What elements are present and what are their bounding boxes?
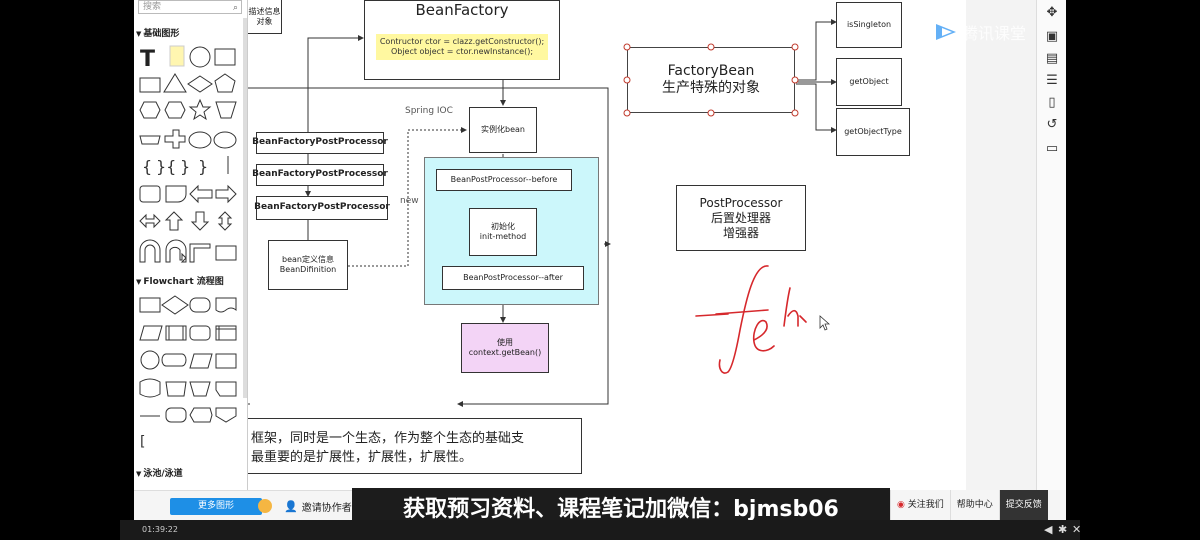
init-method-box[interactable]: 初始化 init-method [469,208,537,256]
bfpp-box-3[interactable]: BeanFactoryPostProcessor [254,196,390,220]
diagram-canvas[interactable]: 描述信息 对象 BeanFactory Contructor ctor = cl… [248,0,966,490]
right-toolbar: ✥ ▣ ▤ ☰ ▯ ↺ ▭ [1036,0,1066,490]
svg-text:T: T [140,47,155,72]
flowchart-shapes-grid[interactable]: [ [136,292,246,452]
tencent-classroom-logo-icon [936,24,956,40]
invite-label: 邀请协作者 [301,502,352,514]
basic-shapes-grid[interactable]: T { }{ } } [136,40,246,280]
video-player-bar: 01:39:22 ◀ ✱ ✕ [120,520,1082,540]
spring-ioc-label: Spring IOC [405,106,453,116]
post-processor-line-2: 后置处理器 [710,210,771,225]
init-line-2: init-method [479,232,527,241]
weibo-icon: ◉ [897,500,905,510]
bean-definition-line-1: bean定义信息 [282,255,334,264]
shape-palette: 搜索 ⌕ ▼基础图形 T { [134,0,248,490]
post-processor-line-3: 增强器 [722,225,759,240]
bpp-before-box[interactable]: BeanPostProcessor--before [436,169,572,191]
instantiate-bean-box[interactable]: 实例化bean [469,107,537,153]
mouse-cursor-icon [819,315,831,331]
connector-lines [248,19,837,407]
svg-text:{: { [142,157,152,176]
section-swimlane-label: 泳池/泳道 [143,469,183,479]
bean-factory-box[interactable]: BeanFactory Contructor ctor = clazz.getC… [364,0,560,80]
search-placeholder: 搜索 [143,2,162,12]
follow-label: 关注我们 [907,500,944,510]
selection-handles[interactable] [621,41,801,121]
factory-bean-line-2: 生产特殊的对象 [662,80,760,96]
section-basic-shapes[interactable]: ▼基础图形 [136,29,180,39]
description-fragment-box[interactable]: 描述信息 对象 [248,0,282,34]
feedback-button[interactable]: 提交反馈 [998,490,1048,520]
fullscreen-icon[interactable]: ✕ [1072,523,1082,536]
factory-bean-box[interactable]: FactoryBean 生产特殊的对象 [627,47,795,113]
description-text-box[interactable]: 框架，同时是一个生态，作为整个生态的基础支 最重要的是扩展性，扩展性，扩展性。 [248,418,582,474]
bean-factory-title: BeanFactory [415,1,509,19]
get-object-box[interactable]: getObject [836,58,902,106]
section-flowchart[interactable]: ▼Flowchart 流程图 [136,277,224,287]
section-swimlane[interactable]: ▼泳池/泳道 [136,469,183,479]
canvas-margin [966,0,1036,490]
svg-text:}: } [180,157,190,176]
note-line-2: Object object = ctor.newInstance(); [390,46,534,56]
svg-text:}: } [198,157,208,176]
bean-definition-box[interactable]: bean定义信息 BeanDifinition [268,240,348,290]
description-line-1: 框架，同时是一个生态，作为整个生态的基础支 [251,431,525,446]
bottom-right-buttons: ◉ 关注我们 帮助中心 提交反馈 [890,490,1066,520]
coin-icon [258,499,272,513]
description-line-2: 最重要的是扩展性，扩展性，扩展性。 [251,450,473,465]
use-line-2: context.getBean() [468,348,542,357]
bpp-after-box[interactable]: BeanPostProcessor--after [442,266,584,290]
factory-bean-line-1: FactoryBean [667,62,755,79]
history-icon[interactable]: ↺ [1046,117,1058,132]
post-processor-box[interactable]: PostProcessor 后置处理器 增强器 [676,185,806,251]
section-basic-label: 基础图形 [143,29,180,39]
palette-scrollbar[interactable] [243,18,247,398]
svg-text:}{: }{ [156,157,176,176]
post-processor-line-1: PostProcessor [699,195,783,210]
page-tool-icon[interactable]: ▤ [1045,51,1059,66]
use-bean-box[interactable]: 使用 context.getBean() [461,323,549,373]
bfpp-box-1[interactable]: BeanFactoryPostProcessor [252,132,388,154]
move-tool-icon[interactable]: ✥ [1046,5,1058,20]
settings-icon[interactable]: ✱ [1058,523,1068,536]
list-tool-icon[interactable]: ☰ [1046,73,1058,88]
is-singleton-box[interactable]: isSingleton [836,2,902,48]
handwritten-annotation [695,265,831,374]
init-line-1: 初始化 [491,222,515,231]
search-input[interactable]: 搜索 ⌕ [138,0,242,14]
bfpp-box-2[interactable]: BeanFactoryPostProcessor [252,164,388,186]
document-tool-icon[interactable]: ▯ [1048,95,1056,110]
bean-definition-line-2: BeanDifinition [279,265,337,274]
get-object-type-box[interactable]: getObjectType [836,108,910,156]
note-line-1: Contructor ctor = clazz.getConstructor()… [379,36,545,46]
follow-us-button[interactable]: ◉ 关注我们 [890,490,950,520]
section-flowchart-label: Flowchart 流程图 [143,277,224,287]
invite-collaborator[interactable]: 👤 邀请协作者 [258,491,352,521]
help-center-button[interactable]: 帮助中心 [949,490,999,520]
watermark: 腾讯课堂 [934,20,1026,44]
more-shapes-button[interactable]: 更多图形 [170,498,262,515]
volume-icon[interactable]: ◀ [1044,523,1053,536]
comment-icon[interactable]: ▭ [1045,141,1059,156]
watermark-text: 腾讯课堂 [962,24,1027,43]
image-tool-icon[interactable]: ▣ [1045,29,1059,44]
playback-time: 01:39:22 [142,525,178,534]
new-label: new [400,196,419,206]
add-user-icon: 👤 [284,499,298,513]
constructor-note[interactable]: Contructor ctor = clazz.getConstructor()… [376,33,548,60]
use-line-1: 使用 [497,338,513,347]
svg-text:[: [ [140,434,145,450]
search-icon[interactable]: ⌕ [232,3,238,13]
